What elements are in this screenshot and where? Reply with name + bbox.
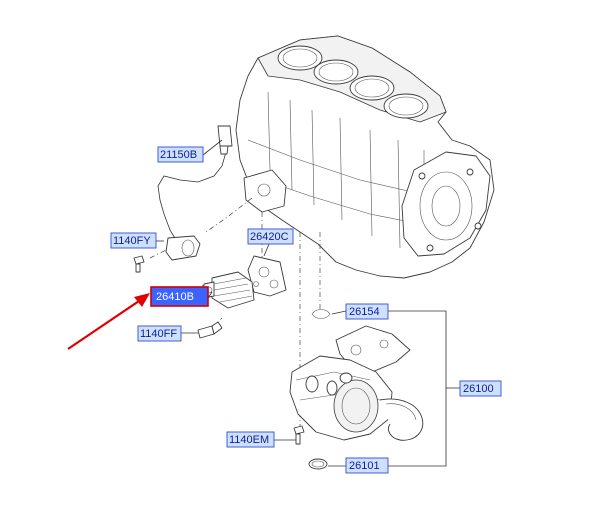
- label-1140fy: 1140FY: [113, 235, 151, 247]
- label-26101: 26101: [349, 460, 380, 472]
- callout-26154[interactable]: 26154: [345, 303, 389, 320]
- label-21150b: 21150B: [160, 149, 197, 161]
- callout-26100[interactable]: 26100: [459, 380, 502, 397]
- sensor-harness: [133, 125, 233, 273]
- oil-cooler-gasket: [247, 255, 287, 297]
- callout-1140em[interactable]: 1140EM: [226, 431, 275, 448]
- label-1140ff: 1140FF: [140, 328, 177, 340]
- oil-cooler: [197, 271, 255, 339]
- oil-filter-module: [289, 309, 424, 470]
- callout-26101[interactable]: 26101: [345, 457, 389, 474]
- label-26154: 26154: [349, 306, 380, 318]
- callout-26420c[interactable]: 26420C: [247, 228, 294, 245]
- callout-21150b[interactable]: 21150B: [157, 146, 204, 163]
- label-26410b: 26410B: [156, 291, 194, 303]
- callout-1140ff[interactable]: 1140FF: [137, 325, 182, 342]
- engine-block: [235, 35, 495, 279]
- label-26100: 26100: [463, 383, 494, 395]
- leader-lines: [156, 139, 460, 467]
- label-1140em: 1140EM: [229, 434, 269, 446]
- red-arrow-icon: [67, 293, 150, 350]
- callout-26410b[interactable]: 26410B: [150, 286, 209, 307]
- label-26420c: 26420C: [250, 231, 289, 243]
- callout-1140fy[interactable]: 1140FY: [110, 232, 157, 249]
